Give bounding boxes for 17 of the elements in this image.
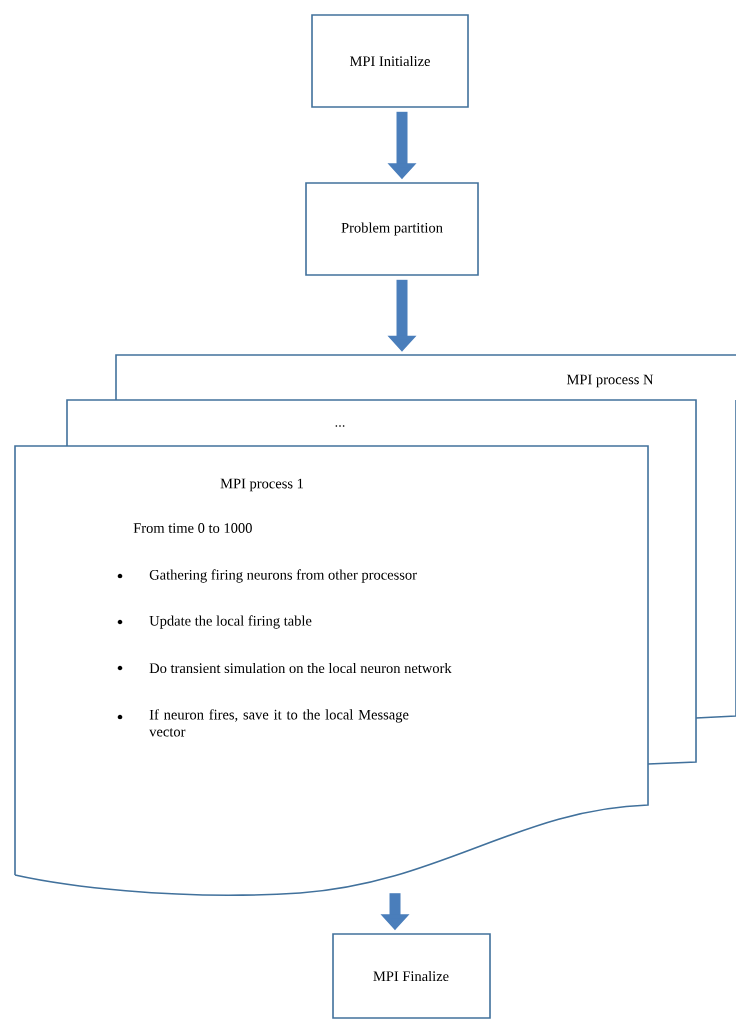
process-box bbox=[311, 14, 469, 108]
label: MPI Initialize bbox=[349, 55, 430, 67]
label: If neuron fires, save it to the local Message vector bbox=[149, 709, 409, 737]
label: Do transient simulation on the local neuron network bbox=[149, 662, 452, 674]
process-box bbox=[332, 933, 491, 1019]
label: MPI process N bbox=[566, 374, 654, 388]
label: MPI process 1 bbox=[220, 478, 303, 492]
document-shape bbox=[14, 445, 649, 896]
document-shape bbox=[66, 399, 697, 447]
document-shape bbox=[115, 354, 736, 401]
process-box bbox=[305, 182, 479, 276]
label: Gathering firing neurons from other processor bbox=[149, 569, 417, 583]
label: Update the local firing table bbox=[149, 615, 312, 629]
label: Problem partition bbox=[341, 222, 443, 236]
label: MPI Finalize bbox=[373, 970, 449, 982]
label: ... bbox=[335, 425, 345, 427]
label: From time 0 to 1000 bbox=[133, 523, 252, 533]
